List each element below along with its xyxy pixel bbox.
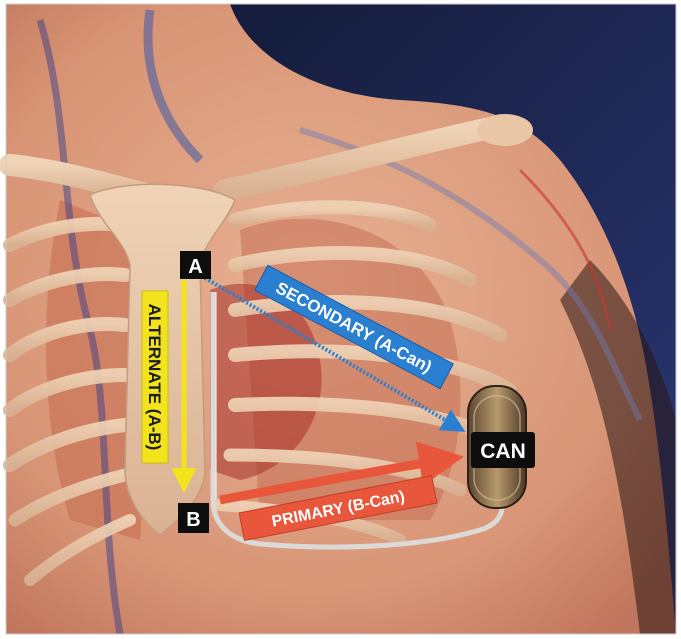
point-b-label: B [186, 509, 200, 531]
can-label-box: CAN [471, 432, 535, 468]
point-a-label: A [188, 256, 202, 278]
can-label: CAN [480, 440, 526, 463]
alternate-label: ALTERNATE (A-B) [145, 304, 164, 451]
alternate-label-banner: ALTERNATE (A-B) [142, 291, 168, 463]
shoulder-joint [477, 114, 533, 146]
point-b-marker: B [178, 503, 209, 533]
point-a-marker: A [180, 251, 211, 279]
